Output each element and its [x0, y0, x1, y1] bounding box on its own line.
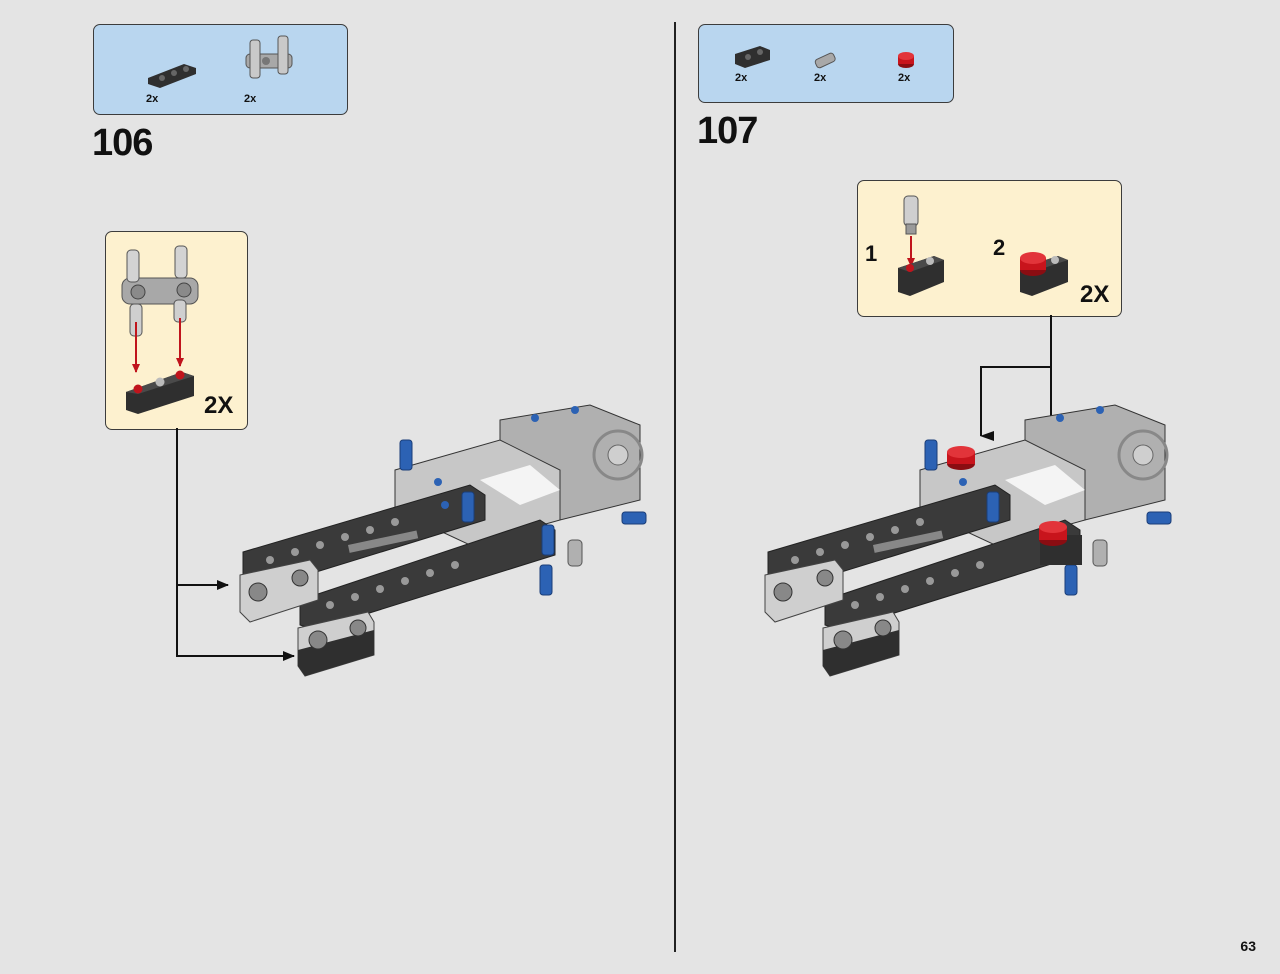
callout-107-axle-pin-icon	[903, 195, 919, 235]
grey-axle-pin-icon	[814, 52, 836, 69]
part-1-qty: 2x	[146, 93, 159, 105]
callout-106-connector-icon	[121, 245, 199, 337]
substep-2-label: 2	[993, 235, 1006, 260]
step-106-model	[239, 404, 647, 677]
step-107-callout	[857, 180, 1122, 317]
red-round-plate-icon	[898, 52, 914, 68]
added-red-plate-2	[1039, 521, 1082, 565]
part-2-qty: 2x	[244, 93, 257, 105]
black-beam-2-icon	[735, 46, 770, 68]
step-106-parts-box	[93, 24, 348, 115]
callout-107-beam-2-icon	[1020, 252, 1068, 296]
black-beam-3-icon	[148, 64, 196, 88]
part-4-qty: 2x	[814, 72, 827, 84]
step-107-number: 107	[697, 110, 758, 152]
part-5-qty: 2x	[898, 72, 911, 84]
substep-1-label: 1	[865, 241, 878, 266]
step-106-multiplier: 2X	[204, 392, 234, 419]
step-107-model	[764, 404, 1172, 677]
page-number: 63	[1240, 938, 1256, 954]
grey-double-connector-icon	[245, 35, 293, 79]
step-106-number: 106	[92, 122, 153, 164]
page-divider	[674, 22, 676, 952]
part-3-qty: 2x	[735, 72, 748, 84]
callout-107-beam-1-icon	[898, 256, 944, 296]
step-107-multiplier: 2X	[1080, 281, 1110, 308]
callout-106-black-beam-icon	[126, 370, 194, 414]
added-red-plate-1	[947, 446, 975, 470]
